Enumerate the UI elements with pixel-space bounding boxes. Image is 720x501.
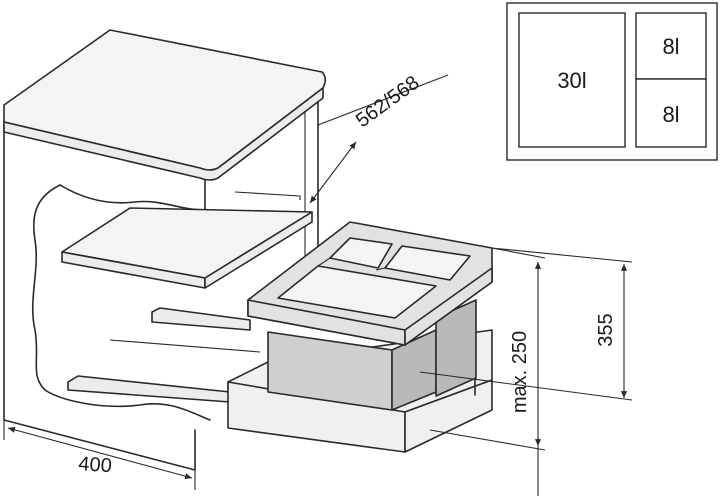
- compartment-left-box: [518, 12, 626, 148]
- worktop-front-face: [3, 87, 324, 181]
- dimension-height: 355: [419, 247, 633, 401]
- height-max-ext-bottom: [429, 429, 546, 451]
- compartment-right-bottom-label: 8l: [662, 102, 679, 127]
- depth-extension: [317, 74, 449, 126]
- worktop: [3, 29, 327, 181]
- depth-arrow: [309, 141, 357, 204]
- frame-side: [404, 379, 493, 453]
- rail-lower: [67, 375, 231, 403]
- cut-line-left: [31, 184, 211, 421]
- height-ext-bottom: [419, 371, 633, 401]
- compartment-right-bottom-box: [635, 78, 707, 148]
- layout-box: 30l 8l 8l: [506, 2, 718, 161]
- cut-line-top: [59, 184, 206, 211]
- bin-small-side: [435, 299, 477, 397]
- compartment-right-top-box: [635, 12, 707, 80]
- compartment-large: [277, 265, 437, 319]
- compartment-right-top-label: 8l: [662, 34, 679, 59]
- dimension-depth: 562/568: [309, 72, 449, 204]
- shelf-rail: [234, 191, 301, 200]
- rail-back-line: [109, 339, 261, 353]
- dimension-height-max: max. 250: [429, 247, 546, 496]
- worktop-top-face: [3, 29, 327, 171]
- divider-2: [375, 267, 386, 271]
- height-label: 355: [595, 313, 617, 346]
- width-arrow: [7, 426, 193, 480]
- bin-rim-side: [404, 267, 493, 346]
- shelf: [61, 191, 313, 289]
- dimension-width: 400: [3, 420, 196, 490]
- divider-1: [317, 257, 331, 267]
- drawer-rails: [67, 307, 261, 403]
- compartment-left-label: 30l: [557, 68, 586, 93]
- rail-upper: [151, 307, 251, 331]
- width-label: 400: [78, 453, 113, 477]
- height-max-ext-top: [491, 247, 546, 259]
- height-ext-top: [491, 247, 633, 263]
- compartment-back-right: [384, 245, 471, 281]
- shelf-side: [204, 211, 313, 289]
- compartment-back-left: [329, 237, 393, 269]
- bins: [247, 221, 493, 411]
- height-max-label: max. 250: [509, 331, 531, 413]
- depth-label: 562/568: [352, 72, 423, 132]
